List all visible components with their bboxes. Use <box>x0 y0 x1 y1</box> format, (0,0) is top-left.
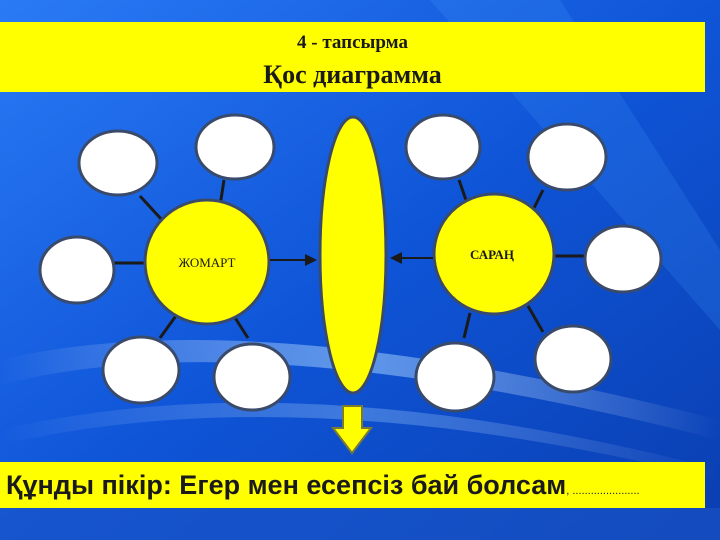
right-bubble-4[interactable] <box>414 341 496 413</box>
down-arrow-icon <box>330 405 374 455</box>
left-circle-label: ЖОМАРТ <box>179 255 236 270</box>
right-bubble-3[interactable] <box>583 224 663 294</box>
quote-banner: Құнды пікір: Егер мен есепсіз бай болсам… <box>0 462 705 508</box>
center-common-ellipse[interactable] <box>318 115 388 395</box>
right-bubble-2[interactable] <box>526 122 608 192</box>
quote-dots: , ...................... <box>566 485 640 497</box>
diagram-title: Қос диаграмма <box>263 60 442 89</box>
right-circle-label: САРАҢ <box>470 247 514 262</box>
left-bubble-2[interactable] <box>194 113 276 181</box>
left-bubble-3[interactable] <box>38 235 116 305</box>
left-main-circle[interactable] <box>143 198 271 326</box>
left-bubble-1[interactable] <box>77 129 159 197</box>
task-label: 4 - тапсырма <box>297 32 408 53</box>
right-arrow <box>390 252 433 264</box>
left-bubble-4[interactable] <box>101 335 181 405</box>
right-main-circle[interactable] <box>432 192 556 316</box>
quote-text: Құнды пікір: Егер мен есепсіз бай болсам <box>6 470 567 500</box>
left-arrow <box>270 254 317 266</box>
right-bubble-1[interactable] <box>404 113 482 181</box>
left-bubble-5[interactable] <box>212 342 292 412</box>
right-bubble-5[interactable] <box>533 324 613 394</box>
title-banner: 4 - тапсырма Қос диаграмма <box>0 22 705 92</box>
